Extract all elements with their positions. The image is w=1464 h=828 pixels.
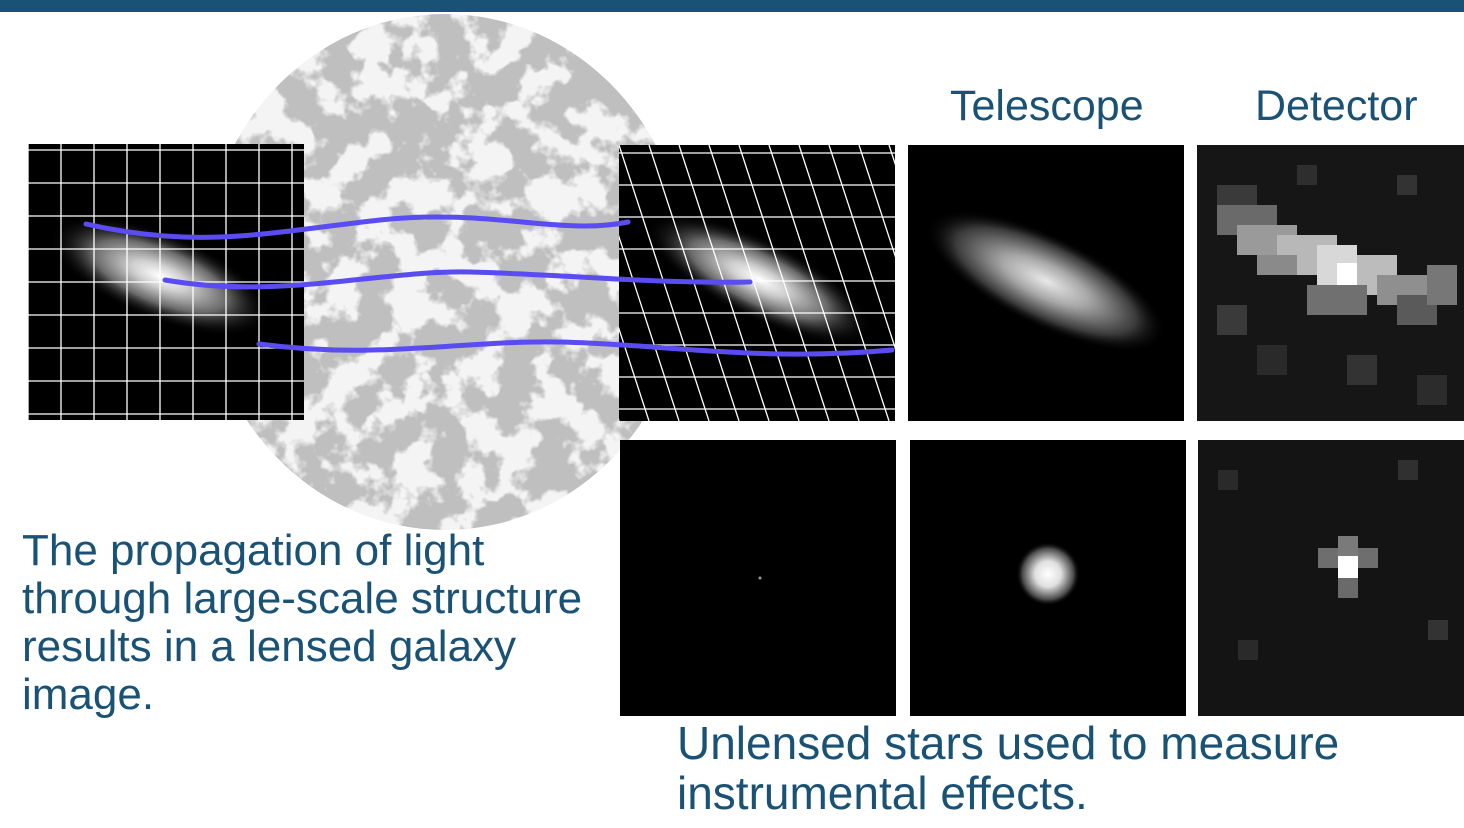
- star-telescope-image: [1016, 542, 1080, 606]
- lensed-galaxy-panel: [619, 145, 895, 421]
- detector-label: Detector: [1255, 82, 1418, 130]
- top-accent-bar: [0, 0, 1464, 12]
- light-path-1: [83, 214, 631, 240]
- star-telescope-panel: [910, 440, 1186, 716]
- star-point-panel: [620, 440, 896, 716]
- star-point-image: [758, 576, 762, 580]
- star-detector-image: [1198, 440, 1464, 716]
- stars-caption: Unlensed stars used to measure instrumen…: [677, 717, 1340, 819]
- telescope-galaxy-image: [925, 209, 1167, 353]
- telescope-label: Telescope: [950, 82, 1144, 130]
- detector-galaxy-panel: [1197, 145, 1464, 421]
- lensed-galaxy-image: [619, 145, 895, 421]
- light-path-2: [162, 269, 753, 290]
- detector-galaxy-image: [1197, 145, 1464, 421]
- lensing-caption: The propagation of light through large-s…: [22, 526, 583, 719]
- telescope-galaxy-panel: [908, 145, 1184, 421]
- light-path-3: [256, 339, 895, 357]
- star-detector-panel: [1198, 440, 1464, 716]
- source-galaxy-image: [28, 144, 304, 420]
